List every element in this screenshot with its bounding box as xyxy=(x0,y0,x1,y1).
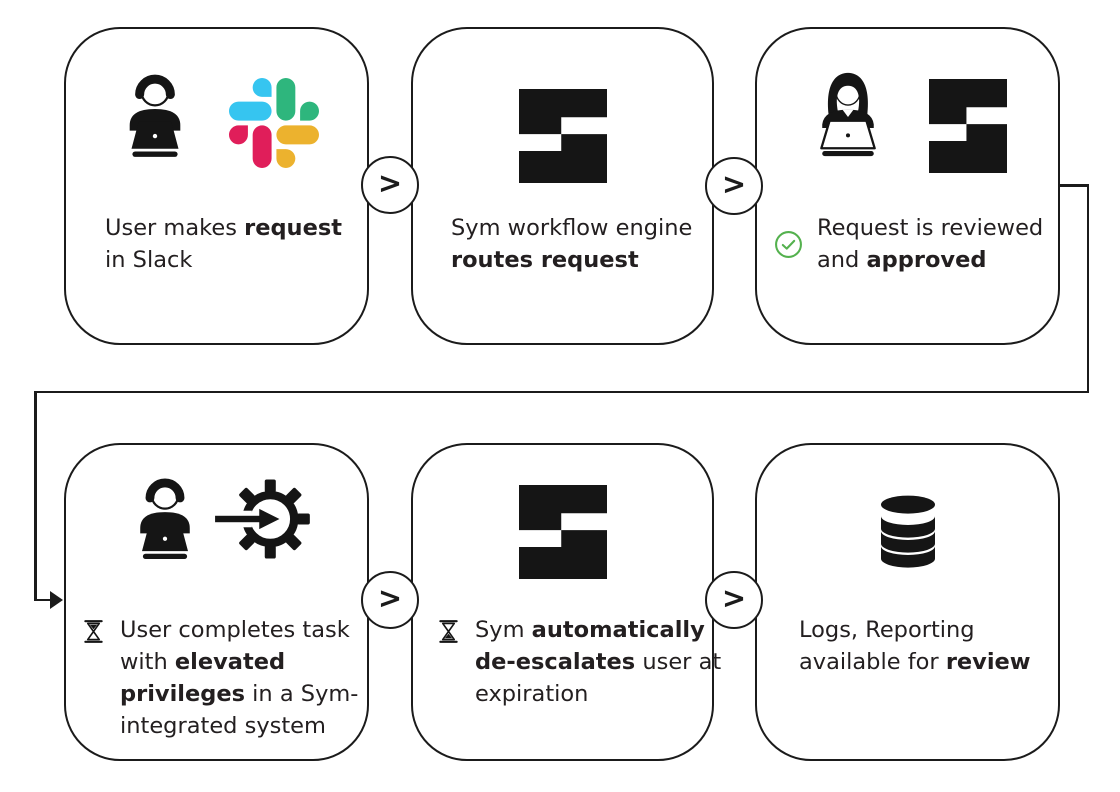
reviewer-at-laptop-icon xyxy=(802,61,894,173)
connector-line-segment xyxy=(1086,184,1089,393)
connector-line-segment xyxy=(1059,184,1089,187)
hourglass-start-icon xyxy=(82,618,105,645)
sym-logo-icon xyxy=(929,79,1007,173)
check-circle-icon xyxy=(774,230,803,259)
flow-chevron-circle: > xyxy=(361,571,419,629)
chevron-icon: > xyxy=(721,581,747,615)
gear-arrow-icon xyxy=(213,473,311,565)
chevron-icon: > xyxy=(377,581,403,615)
hourglass-end-icon xyxy=(437,618,460,645)
connector-line-segment xyxy=(34,390,1089,393)
person-at-laptop-icon xyxy=(119,467,211,575)
connector-arrowhead-icon xyxy=(50,591,63,609)
sym-logo-icon xyxy=(519,89,607,183)
flow-chevron-circle: > xyxy=(361,156,419,214)
connector-line-segment xyxy=(34,598,52,601)
slack-logo-icon xyxy=(229,78,319,168)
sym-logo-icon xyxy=(519,485,607,579)
flow-chevron-circle: > xyxy=(705,571,763,629)
connector-line-segment xyxy=(34,390,37,601)
person-at-laptop-icon xyxy=(108,64,202,172)
flow-chevron-circle: > xyxy=(705,157,763,215)
chevron-icon: > xyxy=(377,166,403,200)
database-icon xyxy=(872,481,944,581)
chevron-icon: > xyxy=(721,167,747,201)
